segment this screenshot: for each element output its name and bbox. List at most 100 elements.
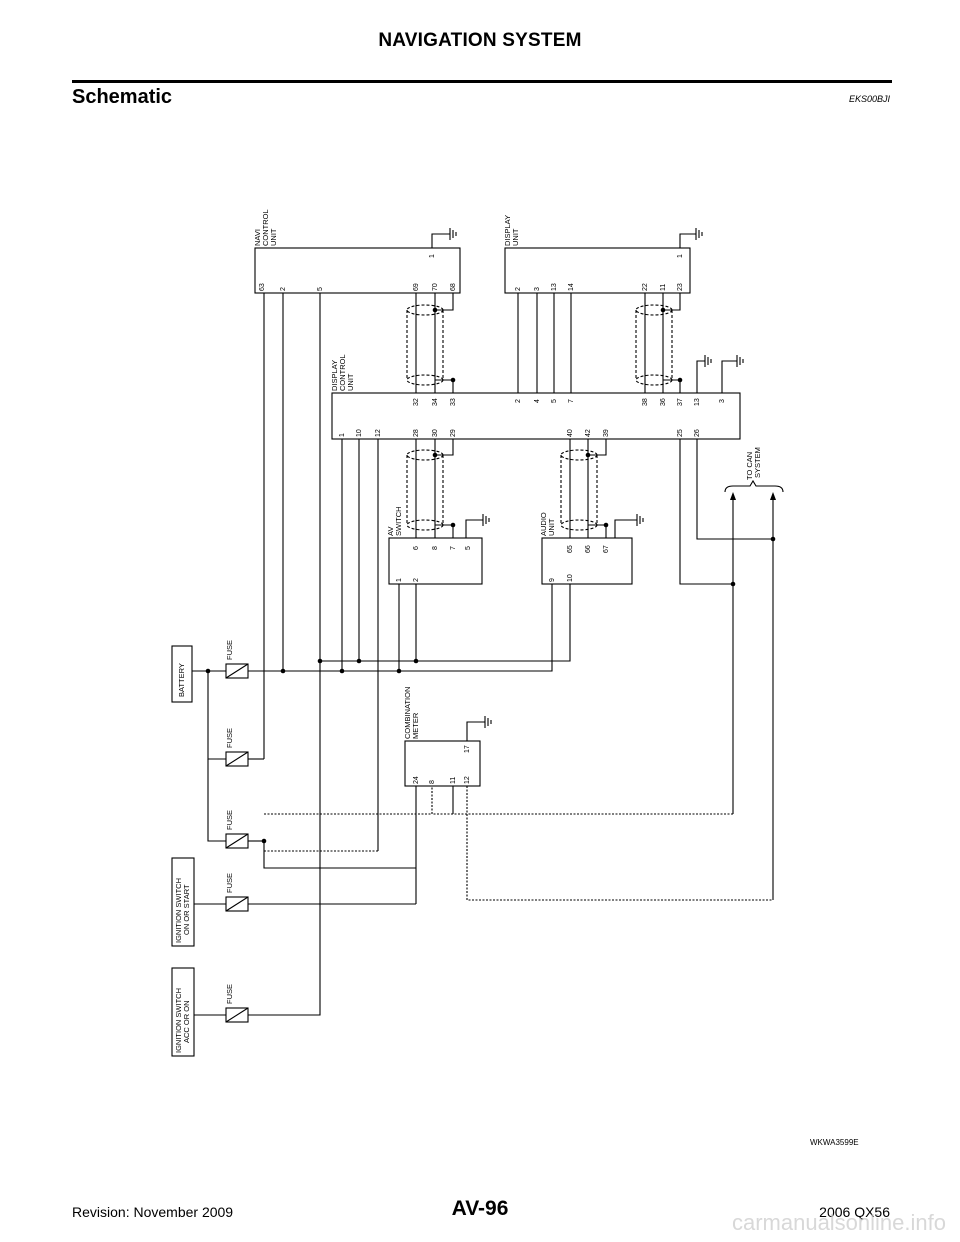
ignition-bus (194, 293, 571, 1016)
pin-label: 8 (432, 546, 439, 550)
fuse-ign-on (225, 896, 249, 912)
pin-label: 1 (396, 578, 403, 582)
audio-unit-label: AUDIO UNIT (539, 512, 556, 536)
svg-text:IGNITION SWITCH: IGNITION SWITCH (174, 988, 183, 1053)
pin-label: 40 (567, 429, 574, 437)
fuse-label: FUSE (225, 873, 234, 893)
pin-label: 3 (719, 399, 726, 403)
can-system-label: TO CAN SYSTEM (745, 447, 762, 480)
svg-text:COMBINATION: COMBINATION (403, 687, 412, 739)
fuse-label: FUSE (225, 728, 234, 748)
pin-label: 4 (534, 399, 541, 403)
display-unit-label: DISPLAY UNIT (503, 215, 520, 246)
footer-page-number: AV-96 (451, 1197, 509, 1220)
pin-label: 38 (642, 398, 649, 406)
pin-label: 17 (464, 745, 471, 753)
pin-label: 25 (677, 429, 684, 437)
svg-text:UNIT: UNIT (511, 228, 520, 246)
pin-label: 1 (339, 433, 346, 437)
pin-label: 68 (450, 283, 457, 291)
pin-label: 24 (413, 776, 420, 784)
pin-label: 7 (568, 399, 575, 403)
fuse-label: FUSE (225, 984, 234, 1004)
pin-label: 10 (356, 429, 363, 437)
av-switch-box (388, 537, 483, 585)
svg-text:AV: AV (386, 527, 395, 536)
junctions (205, 307, 776, 844)
svg-text:METER: METER (411, 712, 420, 739)
audio-unit-box (541, 537, 633, 585)
page-header: NAVIGATION SYSTEM (378, 30, 582, 51)
navi-control-unit-label: NAVI CONTROL UNIT (253, 209, 278, 246)
section-code: EKS00BJI (848, 94, 890, 104)
pin-label: 28 (413, 429, 420, 437)
ground-av-switch (465, 514, 490, 538)
svg-text:ACC OR ON: ACC OR ON (182, 1000, 191, 1043)
watermark: carmanualsonline.info (731, 1210, 946, 1235)
pin-label: 23 (677, 283, 684, 291)
svg-text:NAVI: NAVI (253, 229, 262, 246)
pin-label: 70 (432, 283, 439, 291)
ignition-acc-box (171, 967, 195, 1057)
pin-label: 7 (450, 546, 457, 550)
figure-code: WKWA3599E (810, 1138, 859, 1147)
svg-text:IGNITION SWITCH: IGNITION SWITCH (174, 878, 183, 943)
ignition-on-box (171, 857, 195, 947)
display-to-dcu (517, 293, 681, 393)
pin-label: 14 (568, 283, 575, 291)
pin-label: 26 (694, 429, 701, 437)
pin-label: 66 (585, 545, 592, 553)
pin-label: 9 (549, 578, 556, 582)
ignition-acc-label: IGNITION SWITCH ACC OR ON (174, 988, 191, 1053)
svg-text:SWITCH: SWITCH (394, 506, 403, 536)
fuse-2 (225, 751, 249, 767)
fuse-label: FUSE (225, 810, 234, 830)
can-arrows (730, 492, 776, 500)
pin-label: 37 (677, 398, 684, 406)
fuse-label: FUSE (225, 640, 234, 660)
battery-box (171, 645, 193, 703)
pin-label: 8 (429, 780, 436, 784)
pin-label: 1 (429, 254, 436, 258)
pin-label: 42 (585, 429, 592, 437)
pin-label: 12 (464, 776, 471, 784)
section-title: Schematic (72, 86, 173, 108)
svg-text:ON OR START: ON OR START (182, 884, 191, 935)
battery-label: BATTERY (177, 663, 186, 697)
pin-label: 36 (660, 398, 667, 406)
footer-revision: Revision: November 2009 (72, 1204, 234, 1220)
display-unit-box (504, 247, 691, 294)
svg-text:UNIT: UNIT (346, 373, 355, 391)
ground-dcu-1 (696, 355, 712, 393)
av-switch-label: AV SWITCH (386, 506, 403, 536)
fuse-ign-acc (225, 1007, 249, 1023)
footer-model: 2006 QX56 (819, 1204, 890, 1220)
svg-text:CONTROL: CONTROL (261, 209, 270, 246)
shield-navi (406, 304, 444, 386)
can-lines (264, 439, 774, 901)
pin-label: 2 (515, 399, 522, 403)
pin-label: 32 (413, 398, 420, 406)
pin-label: 22 (642, 283, 649, 291)
pin-label: 12 (375, 429, 382, 437)
pin-label: 13 (551, 283, 558, 291)
pin-label: 69 (413, 283, 420, 291)
combination-meter-box (404, 740, 481, 787)
fuse-battery (225, 663, 249, 679)
pin-label: 5 (317, 287, 324, 291)
shield-display (635, 304, 673, 386)
header-rule (72, 80, 892, 83)
ground-display-unit (679, 228, 703, 248)
pin-label: 11 (660, 284, 667, 291)
pin-label: 11 (450, 777, 457, 784)
pin-label: 34 (432, 398, 439, 406)
pin-label: 10 (567, 574, 574, 582)
pin-label: 5 (551, 399, 558, 403)
pin-label: 1 (677, 254, 684, 258)
svg-text:TO CAN: TO CAN (745, 452, 754, 480)
svg-text:AUDIO: AUDIO (539, 512, 548, 536)
display-control-unit-box (331, 392, 741, 440)
pin-label: 39 (603, 429, 610, 437)
can-bracket (724, 479, 784, 493)
